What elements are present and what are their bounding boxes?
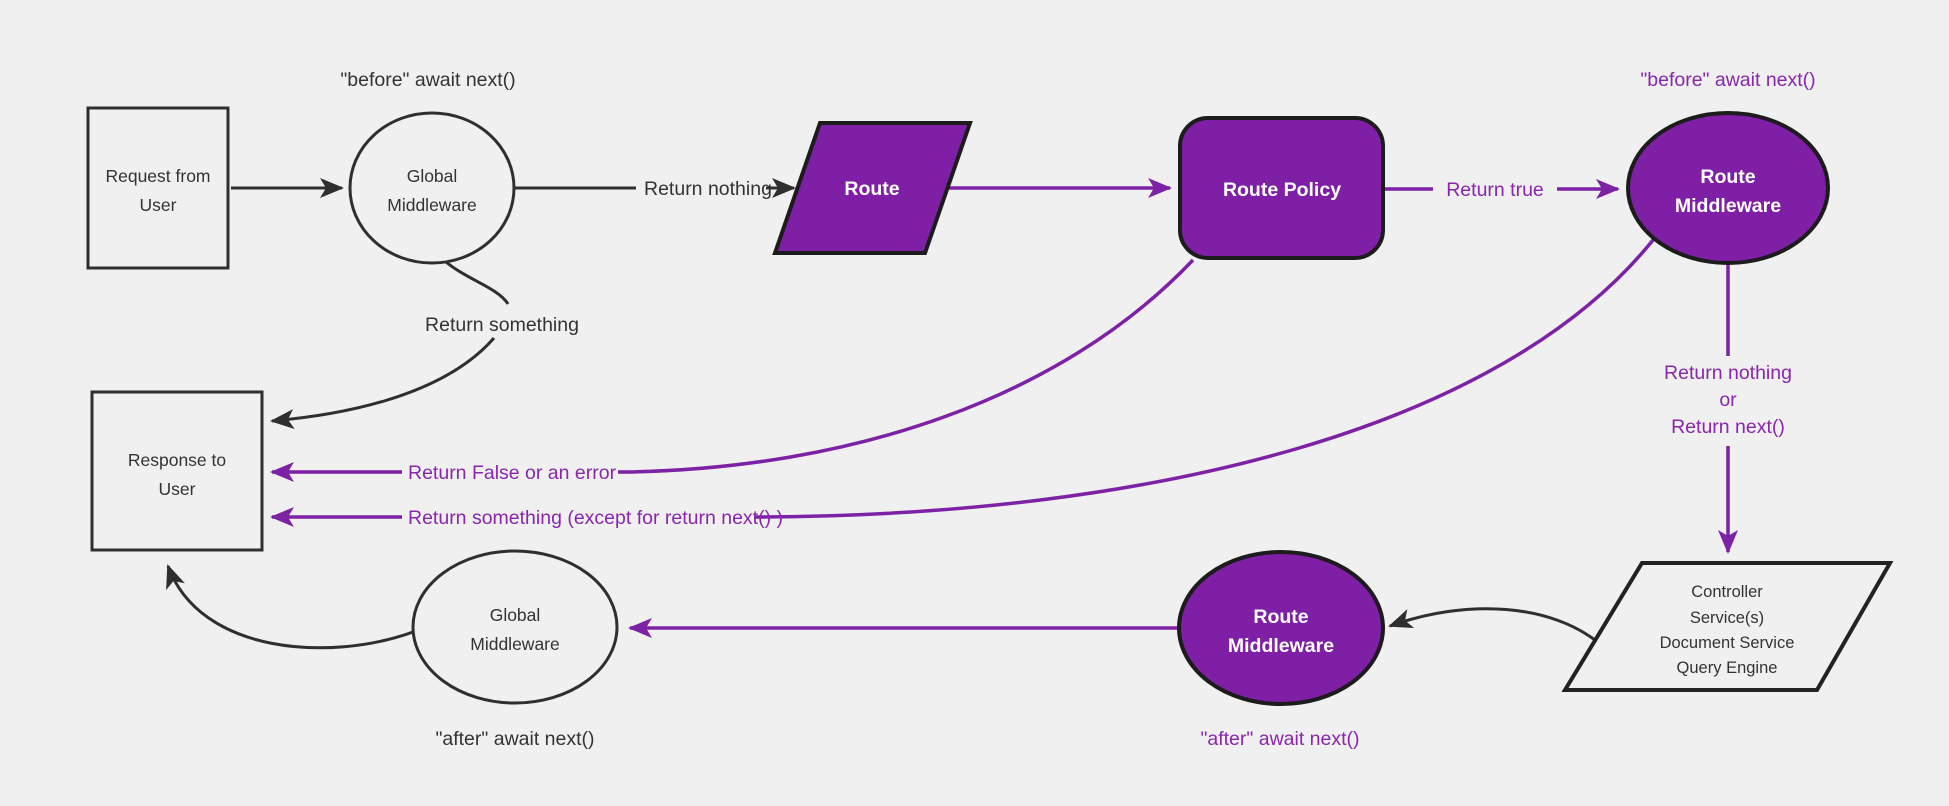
caption-after-global: "after" await next() bbox=[435, 728, 594, 750]
svg-text:Global: Global bbox=[490, 605, 541, 625]
edge-controller-to-route-middleware-bottom bbox=[1388, 607, 1601, 646]
svg-text:User: User bbox=[140, 195, 177, 215]
node-route: Route bbox=[772, 121, 973, 255]
label-mask bbox=[402, 458, 618, 486]
node-response-to-user: Response to User bbox=[90, 390, 264, 552]
svg-text:Route: Route bbox=[844, 178, 899, 200]
label-return-nothing: Return nothing bbox=[644, 178, 772, 200]
label-return-false-or-error: Return False or an error bbox=[402, 458, 618, 486]
global-middleware-top-ellipse bbox=[348, 111, 516, 265]
svg-text:Middleware: Middleware bbox=[1675, 195, 1781, 217]
route-middleware-bottom-ellipse bbox=[1177, 550, 1385, 706]
edge-global-bottom-to-response bbox=[166, 564, 414, 650]
request-box bbox=[86, 106, 230, 270]
label-return-nothing-or-next: Return nothing or Return next() bbox=[1642, 356, 1814, 446]
svg-text:Global: Global bbox=[407, 166, 458, 186]
svg-text:Query Engine: Query Engine bbox=[1677, 659, 1778, 677]
route-parallelogram bbox=[772, 121, 973, 255]
svg-text:Controller: Controller bbox=[1691, 583, 1763, 601]
caption-before-global: "before" await next() bbox=[340, 69, 515, 91]
label-return-something: Return something bbox=[425, 314, 579, 336]
node-route-middleware-top: Route Middleware bbox=[1626, 111, 1830, 265]
svg-text:Document Service: Document Service bbox=[1660, 634, 1795, 652]
node-global-middleware-bottom: Global Middleware bbox=[411, 549, 619, 705]
controller-parallelogram bbox=[1561, 561, 1894, 692]
svg-text:Return next(): Return next() bbox=[1671, 416, 1785, 438]
edge-global-top-to-response-upper bbox=[445, 260, 510, 305]
edge-route-middleware-to-response bbox=[270, 238, 1655, 527]
svg-text:Middleware: Middleware bbox=[470, 634, 559, 654]
svg-text:Response to: Response to bbox=[128, 450, 226, 470]
svg-text:Middleware: Middleware bbox=[387, 195, 476, 215]
label-mask bbox=[402, 503, 754, 531]
svg-text:Middleware: Middleware bbox=[1228, 635, 1334, 657]
svg-text:Request from: Request from bbox=[105, 166, 210, 186]
response-box bbox=[90, 390, 264, 552]
label-return-something-except: Return something (except for return next… bbox=[402, 503, 783, 531]
svg-text:Return nothing: Return nothing bbox=[1664, 362, 1792, 384]
svg-text:or: or bbox=[1719, 389, 1737, 411]
svg-text:Route: Route bbox=[1700, 166, 1755, 188]
svg-text:Return something (except for r: Return something (except for return next… bbox=[408, 507, 783, 529]
caption-after-route: "after" await next() bbox=[1200, 728, 1359, 750]
label-mask bbox=[1642, 356, 1814, 446]
global-middleware-bottom-ellipse bbox=[411, 549, 619, 705]
svg-text:Service(s): Service(s) bbox=[1690, 609, 1764, 627]
route-middleware-top-ellipse bbox=[1626, 111, 1830, 265]
route-policy-box bbox=[1178, 116, 1385, 260]
svg-text:User: User bbox=[159, 479, 196, 499]
svg-text:Route Policy: Route Policy bbox=[1223, 179, 1341, 201]
edge-global-top-to-response-lower bbox=[270, 337, 496, 430]
svg-text:Return False or an error: Return False or an error bbox=[408, 462, 617, 484]
node-route-middleware-bottom: Route Middleware bbox=[1177, 550, 1385, 706]
node-route-policy: Route Policy bbox=[1178, 116, 1385, 260]
node-global-middleware-top: Global Middleware bbox=[348, 111, 516, 265]
edge-policy-to-response bbox=[270, 258, 1195, 482]
caption-before-route: "before" await next() bbox=[1640, 69, 1815, 91]
node-controller-services: Controller Service(s) Document Service Q… bbox=[1561, 561, 1894, 692]
node-request-from-user: Request from User bbox=[86, 106, 230, 270]
svg-text:Route: Route bbox=[1253, 606, 1308, 628]
label-return-true: Return true bbox=[1446, 179, 1544, 201]
